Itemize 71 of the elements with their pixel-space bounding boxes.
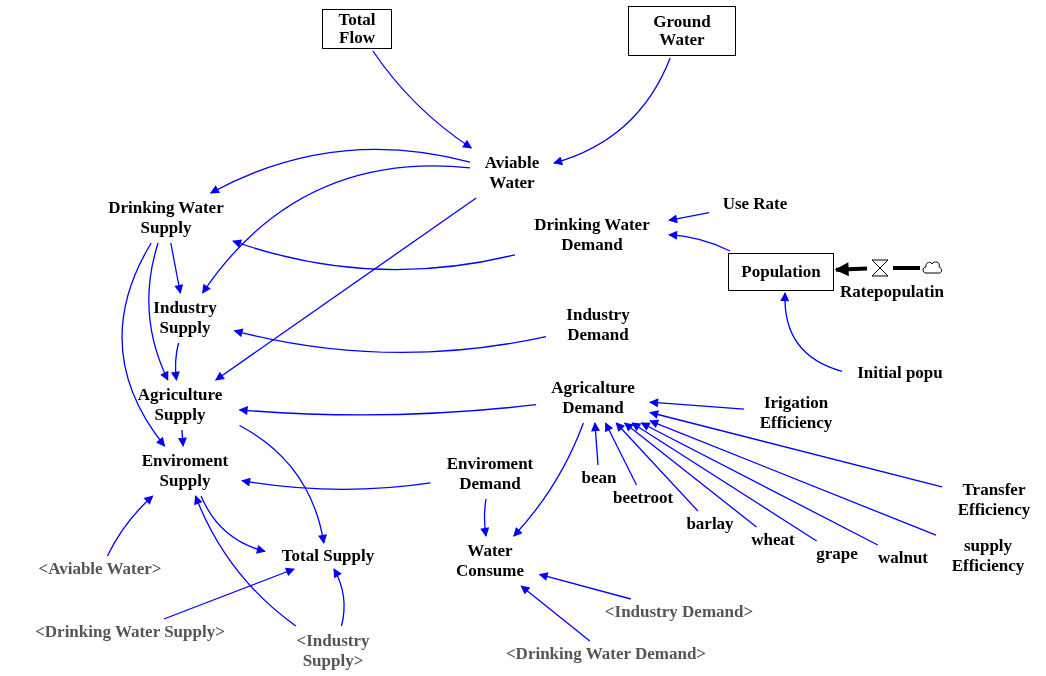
cloud-icon — [922, 260, 942, 276]
variable-label: Industry Demand — [548, 302, 648, 348]
variable-label: Agricalture Demand — [538, 375, 648, 421]
arrow — [209, 148, 471, 194]
variable-label: Irigation Efficiency — [746, 390, 846, 436]
arrow — [241, 477, 432, 490]
shadow-variable-label: <Aviable Water> — [20, 558, 180, 580]
arrow — [171, 342, 180, 381]
variable-label: Enviroment Supply — [130, 448, 240, 494]
arrow — [200, 495, 266, 554]
variable-label: Drinking Water Supply — [101, 195, 231, 241]
variable-label: Agriculture Supply — [122, 382, 238, 428]
shadow-variable-label: <Drinking Water Demand> — [478, 643, 734, 665]
variable-label: Transfer Efficiency — [944, 477, 1044, 523]
arrow — [649, 419, 937, 536]
variable-label: Industry Supply — [137, 295, 233, 341]
arrow — [640, 422, 879, 546]
arrow — [513, 422, 585, 537]
arrow — [178, 429, 187, 447]
variable-label: walnut — [872, 547, 934, 569]
flow-pipe — [834, 262, 868, 277]
shadow-variable-label: <Drinking Water Supply> — [6, 621, 254, 643]
arrow — [121, 242, 166, 447]
arrow — [591, 422, 600, 466]
variable-label: bean — [578, 467, 620, 489]
variable-label: grape — [810, 543, 864, 565]
arrow — [668, 212, 710, 224]
arrow — [780, 292, 843, 372]
stock-box: Total Flow — [322, 9, 392, 49]
variable-label: Use Rate — [711, 193, 799, 215]
arrow — [520, 585, 591, 642]
arrow — [106, 495, 154, 557]
arrow — [631, 422, 818, 542]
arrow — [649, 398, 745, 410]
variable-label: Initial popu — [844, 362, 956, 384]
arrow — [238, 404, 537, 416]
arrow — [538, 572, 632, 600]
arrow — [480, 498, 490, 537]
variable-label: supply Efficiency — [938, 533, 1038, 579]
stock-box: Ground Water — [628, 6, 736, 56]
arrow — [233, 328, 547, 353]
arrow — [232, 239, 516, 271]
arrow — [201, 165, 471, 294]
arrow — [624, 422, 758, 528]
arrow — [194, 495, 297, 627]
variable-label: Drinking Water Demand — [517, 212, 667, 258]
variable-label: Water Consume — [442, 538, 538, 584]
variable-label: beetroot — [603, 487, 683, 509]
variable-label: wheat — [745, 529, 801, 551]
arrow — [649, 410, 943, 488]
shadow-variable-label: <Industry Demand> — [589, 601, 769, 623]
arrow — [372, 50, 473, 149]
arrow — [333, 568, 345, 627]
arrow — [668, 230, 731, 252]
arrow — [163, 567, 295, 620]
flow-pipe — [893, 266, 920, 270]
arrow — [238, 424, 327, 544]
shadow-variable-label: <Industry Supply> — [283, 628, 383, 674]
arrow — [170, 242, 184, 294]
arrow — [615, 422, 699, 512]
stock-box: Population — [728, 253, 834, 291]
arrow — [604, 422, 638, 486]
valve-icon — [869, 258, 891, 278]
variable-label: Total Supply — [267, 545, 389, 567]
arrow — [148, 242, 169, 381]
arrow — [215, 197, 477, 381]
variable-label: Aviable Water — [472, 150, 552, 196]
variable-label: Enviroment Demand — [432, 451, 548, 497]
flow-rate-label: Ratepopulatin — [840, 282, 944, 302]
arrow — [553, 57, 671, 165]
variable-label: barlay — [680, 513, 740, 535]
